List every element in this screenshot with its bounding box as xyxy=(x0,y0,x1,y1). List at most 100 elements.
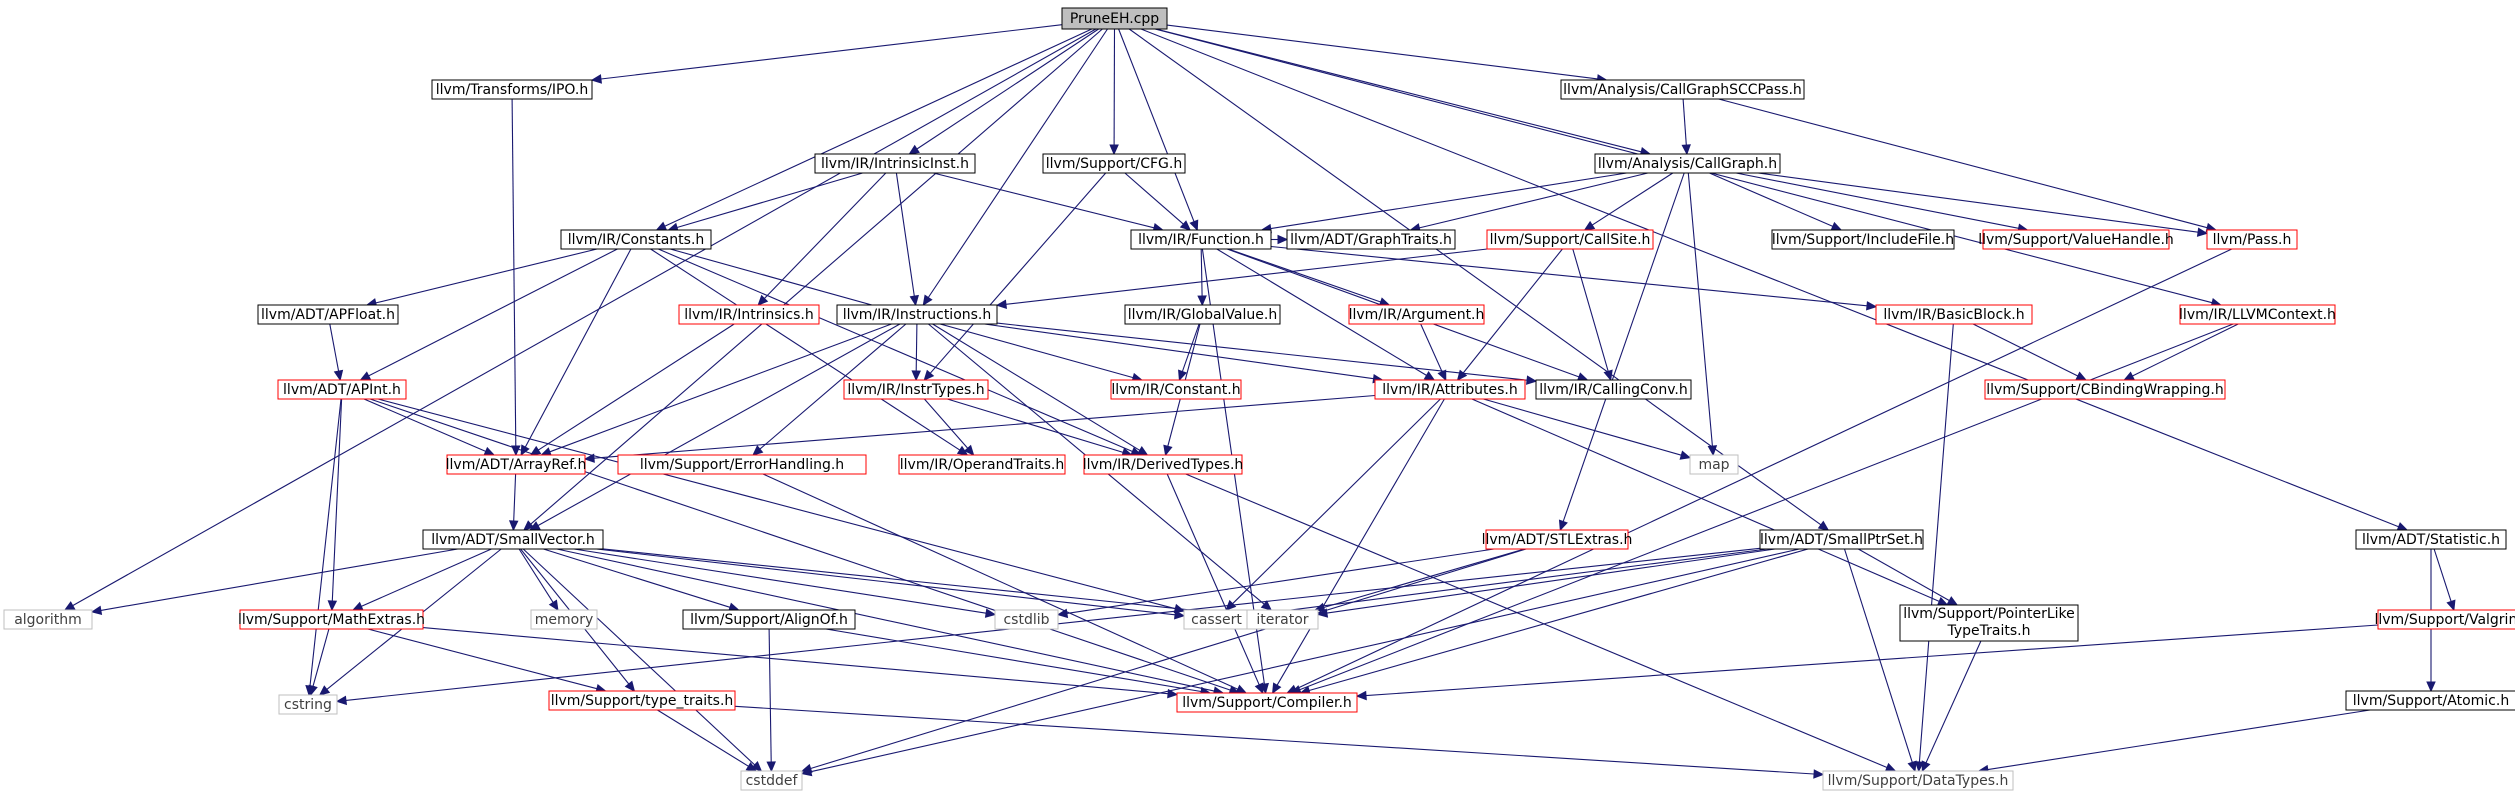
edge-intrinsics-to-arrayref xyxy=(529,323,735,456)
node-errorhandling[interactable]: llvm/Support/ErrorHandling.h xyxy=(617,454,867,475)
node-cstddef: cstddef xyxy=(740,770,803,791)
node-argument[interactable]: llvm/IR/Argument.h xyxy=(1348,304,1485,325)
node-box-constants xyxy=(560,229,712,250)
node-box-alignof xyxy=(682,609,856,630)
edge-instructions-to-instrtypes xyxy=(911,323,921,382)
node-graphtraits[interactable]: llvm/ADT/GraphTraits.h xyxy=(1286,229,1456,250)
node-label-instructions: llvm/IR/Instructions.h xyxy=(843,307,992,323)
node-arrayref[interactable]: llvm/ADT/ArrayRef.h xyxy=(446,454,587,475)
edge-cfg-to-instrtypes xyxy=(923,172,1107,381)
edge-basicblock-to-cbinding xyxy=(1972,323,2088,381)
node-label-llvmcontext: llvm/IR/LLVMContext.h xyxy=(2179,307,2336,323)
node-stlextras[interactable]: llvm/ADT/STLExtras.h xyxy=(1482,529,1633,550)
edge-smallptrset-to-compiler xyxy=(1299,548,1809,696)
edge-derivedtypes-to-compiler xyxy=(1166,473,1264,695)
node-box-cbinding xyxy=(1984,379,2226,400)
node-box-intrinsicinst xyxy=(814,153,976,174)
node-algorithm: algorithm xyxy=(3,609,93,630)
node-constant[interactable]: llvm/IR/Constant.h xyxy=(1110,379,1242,400)
node-label-iterator: iterator xyxy=(1256,612,1308,628)
edge-apfloat-to-apint xyxy=(329,323,344,382)
node-callingconv[interactable]: llvm/IR/CallingConv.h xyxy=(1535,379,1692,400)
node-box-callgraph xyxy=(1594,153,1781,174)
node-label-attributes: llvm/IR/Attributes.h xyxy=(1382,382,1517,398)
node-box-includefile xyxy=(1771,229,1955,250)
edge-constants-to-arrayref xyxy=(520,248,632,457)
node-smallptrset[interactable]: llvm/ADT/SmallPtrSet.h xyxy=(1759,529,1924,550)
node-box-derivedtypes xyxy=(1083,454,1243,475)
node-statistic[interactable]: llvm/ADT/Statistic.h xyxy=(2355,529,2507,550)
node-intrinsicinst[interactable]: llvm/IR/IntrinsicInst.h xyxy=(814,153,976,174)
node-alignof[interactable]: llvm/Support/AlignOf.h xyxy=(682,609,856,630)
edge-attributes-to-map xyxy=(1483,398,1692,460)
node-layer: PruneEH.cpp llvm/Transforms/IPO.h llvm/IR/… xyxy=(3,7,2515,791)
edge-typetraits-to-cstddef xyxy=(657,709,758,772)
node-basicblock[interactable]: llvm/IR/BasicBlock.h xyxy=(1875,304,2033,325)
edge-smallvector-to-iterator xyxy=(602,548,1249,620)
node-cassert: cassert xyxy=(1183,609,1250,630)
edge-root-to-function xyxy=(1118,28,1199,232)
node-cfg[interactable]: llvm/Support/CFG.h xyxy=(1042,153,1186,174)
edge-constants-to-operandtraits xyxy=(650,248,969,456)
node-root[interactable]: PruneEH.cpp xyxy=(1061,7,1168,30)
edge-atomic-to-datatypes xyxy=(1977,709,2371,775)
edge-statistic-to-valgrind xyxy=(2433,548,2456,612)
edge-ipo-to-arrayref xyxy=(511,98,521,457)
edge-intrinsicinst-to-function xyxy=(933,172,1164,233)
edge-apint-to-cstring xyxy=(305,398,342,697)
node-globalvalue[interactable]: llvm/IR/GlobalValue.h xyxy=(1124,304,1281,325)
node-atomic[interactable]: llvm/Support/Atomic.h xyxy=(2345,690,2515,711)
node-box-graphtraits xyxy=(1286,229,1456,250)
edge-root-to-cgscc xyxy=(1166,24,1608,84)
node-box-function xyxy=(1130,229,1272,250)
edge-callgraph-to-pass xyxy=(1758,172,2209,237)
edge-cfg-to-function xyxy=(1124,172,1192,231)
node-valuehandle[interactable]: llvm/Support/ValueHandle.h xyxy=(1978,229,2174,250)
node-label-typetraits: llvm/Support/type_traits.h xyxy=(551,693,734,709)
edge-alignof-to-compiler xyxy=(825,628,1212,697)
node-constants[interactable]: llvm/IR/Constants.h xyxy=(560,229,712,250)
node-typetraits[interactable]: llvm/Support/type_traits.h xyxy=(548,690,736,711)
edge-function-to-globalvalue xyxy=(1197,248,1207,307)
node-ipo[interactable]: llvm/Transforms/IPO.h xyxy=(431,79,593,100)
node-box-mathextras xyxy=(239,609,424,630)
edge-apint-to-mathextras xyxy=(327,398,343,612)
node-operandtraits[interactable]: llvm/IR/OperandTraits.h xyxy=(898,454,1066,475)
node-label-cstddef: cstddef xyxy=(746,773,799,789)
node-callsite[interactable]: llvm/Support/CallSite.h xyxy=(1486,229,1654,250)
node-apint[interactable]: llvm/ADT/APInt.h xyxy=(277,379,407,400)
node-attributes[interactable]: llvm/IR/Attributes.h xyxy=(1374,379,1526,400)
node-function[interactable]: llvm/IR/Function.h xyxy=(1130,229,1272,250)
node-cgscc[interactable]: llvm/Analysis/CallGraphSCCPass.h xyxy=(1560,79,1805,100)
edge-root-to-instructions xyxy=(922,28,1108,307)
edge-callgraph-to-map xyxy=(1687,172,1718,457)
node-valgrind[interactable]: llvm/Support/Valgrind.h xyxy=(2374,609,2515,630)
node-instrtypes[interactable]: llvm/IR/InstrTypes.h xyxy=(843,379,989,400)
node-label-cstdlib: cstdlib xyxy=(1003,612,1049,628)
edge-attributes-to-arrayref xyxy=(583,394,1376,463)
node-smallvector[interactable]: llvm/ADT/SmallVector.h xyxy=(422,529,604,550)
node-box-constant xyxy=(1110,379,1242,400)
node-pass[interactable]: llvm/Pass.h xyxy=(2206,229,2298,250)
node-apfloat[interactable]: llvm/ADT/APFloat.h xyxy=(257,304,399,325)
node-cbinding[interactable]: llvm/Support/CBindingWrapping.h xyxy=(1984,379,2226,400)
node-label-cstring: cstring xyxy=(284,697,332,713)
node-compiler[interactable]: llvm/Support/Compiler.h xyxy=(1176,692,1358,713)
node-callgraph[interactable]: llvm/Analysis/CallGraph.h xyxy=(1594,153,1781,174)
node-llvmcontext[interactable]: llvm/IR/LLVMContext.h xyxy=(2179,304,2336,325)
node-box-callsite xyxy=(1486,229,1654,250)
edge-smallptrset-to-datatypes xyxy=(1843,548,1917,773)
node-intrinsics[interactable]: llvm/IR/Intrinsics.h xyxy=(678,304,820,325)
edge-cgscc-to-callgraph xyxy=(1681,98,1691,156)
node-mathextras[interactable]: llvm/Support/MathExtras.h xyxy=(238,609,425,630)
node-includefile[interactable]: llvm/Support/IncludeFile.h xyxy=(1771,229,1955,250)
node-box-cfg xyxy=(1042,153,1186,174)
node-label-datatypes: llvm/Support/DataTypes.h xyxy=(1828,773,2009,789)
edge-callgraph-to-valuehandle xyxy=(1735,172,2029,233)
node-instructions[interactable]: llvm/IR/Instructions.h xyxy=(836,304,998,325)
edge-constants-to-apint xyxy=(359,248,618,381)
node-box-algorithm xyxy=(3,609,93,630)
edge-constants-to-apfloat xyxy=(365,248,598,308)
node-derivedtypes[interactable]: llvm/IR/DerivedTypes.h xyxy=(1083,454,1244,475)
